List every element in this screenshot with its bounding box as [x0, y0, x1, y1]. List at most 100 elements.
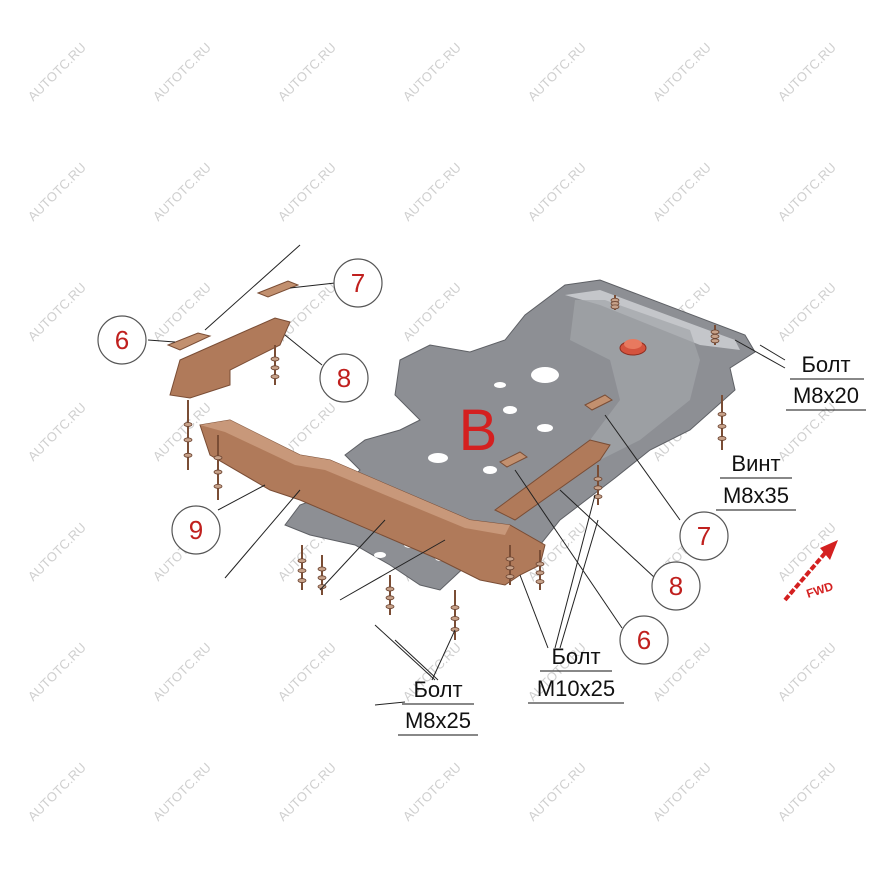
upper-left-plate-7 [256, 280, 300, 298]
watermark-text: AUTOTC.RU [25, 160, 89, 224]
label-bolt-m10x25-line1: Болт [551, 644, 600, 669]
leader-lines [147, 244, 786, 706]
washer [505, 565, 515, 571]
watermark-text: AUTOTC.RU [775, 40, 839, 104]
callout-8-right: 8 [651, 561, 701, 611]
washer [270, 374, 280, 380]
washer [297, 578, 307, 583]
watermark-text: AUTOTC.RU [275, 40, 339, 104]
callout-7-right-text: 7 [697, 521, 711, 551]
washer [385, 586, 395, 592]
callout-7-right: 7 [679, 511, 729, 561]
watermark-text: AUTOTC.RU [275, 760, 339, 824]
label-bolt-m8x25-line2: M8x25 [405, 708, 471, 733]
washer [297, 568, 307, 574]
washer [535, 579, 545, 584]
watermark-text: AUTOTC.RU [400, 760, 464, 824]
washer [505, 574, 515, 579]
watermark-text: AUTOTC.RU [150, 640, 214, 704]
washer [385, 604, 395, 609]
washer [717, 436, 727, 441]
label-screw-m8x35-line1: Винт [731, 451, 780, 476]
watermark-text: AUTOTC.RU [525, 40, 589, 104]
washer [317, 566, 327, 572]
washer [593, 485, 603, 491]
label-bolt-m10x25: Болт M10x25 [528, 644, 624, 704]
washer [183, 452, 193, 458]
washer [593, 476, 603, 482]
callout-9: 9 [171, 505, 221, 555]
washer [270, 356, 280, 362]
watermark-text: AUTOTC.RU [400, 280, 464, 344]
forward-label: FWD [805, 579, 836, 601]
plate-hole [483, 466, 497, 474]
plate-hole [428, 453, 448, 463]
washer [610, 304, 620, 310]
washer [183, 437, 193, 443]
watermark-text: AUTOTC.RU [150, 760, 214, 824]
washer [450, 605, 460, 610]
watermark-text: AUTOTC.RU [400, 40, 464, 104]
watermark-text: AUTOTC.RU [775, 400, 839, 464]
left-bracket-assembly [166, 280, 300, 399]
label-bolt-m8x20-line1: Болт [801, 352, 850, 377]
plate-hole [503, 406, 517, 414]
washer [535, 570, 545, 576]
watermark-text: AUTOTC.RU [150, 160, 214, 224]
crossmember-9 [199, 419, 546, 586]
washer [385, 595, 395, 601]
plate-hole [537, 424, 553, 432]
label-bolt-m8x20-line2: M8x20 [793, 383, 859, 408]
washer [183, 422, 193, 427]
washer [717, 423, 727, 429]
washer [213, 469, 223, 475]
forward-arrow-shaft [783, 550, 828, 602]
washer [213, 483, 223, 489]
right-plate-7 [584, 394, 613, 411]
watermark-text: AUTOTC.RU [25, 40, 89, 104]
callout-8-right-text: 8 [669, 571, 683, 601]
plate-hole [374, 552, 386, 558]
plate-hole [494, 382, 506, 388]
crossmember-top [200, 420, 510, 535]
arrow-up-right-icon [820, 540, 838, 560]
washer [270, 365, 280, 371]
watermark-text: AUTOTC.RU [775, 160, 839, 224]
watermark-text: AUTOTC.RU [775, 280, 839, 344]
washer [317, 575, 327, 581]
upper-left-bracket [169, 317, 291, 399]
drain-cap-top [624, 339, 642, 349]
watermark-text: AUTOTC.RU [25, 520, 89, 584]
washer [535, 561, 545, 567]
washer [593, 494, 603, 500]
watermark-text: AUTOTC.RU [25, 400, 89, 464]
watermark-text: AUTOTC.RU [775, 640, 839, 704]
callout-8-left-text: 8 [337, 363, 351, 393]
callout-8-left: 8 [319, 353, 369, 403]
watermark-text: AUTOTC.RU [275, 640, 339, 704]
washer [213, 455, 223, 461]
watermark-text: AUTOTC.RU [150, 40, 214, 104]
watermark-text: AUTOTC.RU [25, 760, 89, 824]
watermark-text: AUTOTC.RU [275, 160, 339, 224]
washer [450, 627, 460, 632]
callout-6-left: 6 [97, 315, 147, 365]
right-bracket-8 [494, 439, 611, 521]
watermark-text: AUTOTC.RU [525, 760, 589, 824]
label-bolt-m8x20: Болт M8x20 [786, 352, 866, 411]
right-bracket-assembly [494, 394, 613, 521]
watermark-text: AUTOTC.RU [25, 640, 89, 704]
washer [450, 616, 460, 621]
watermark-text: AUTOTC.RU [650, 40, 714, 104]
callout-6-left-text: 6 [115, 325, 129, 355]
washer [505, 556, 515, 562]
washer [710, 333, 720, 339]
washer [297, 558, 307, 564]
upper-left-plate-6 [166, 332, 212, 351]
callout-7-left-text: 7 [351, 268, 365, 298]
watermark-text: AUTOTC.RU [650, 760, 714, 824]
fasteners [183, 295, 727, 640]
callout-9-text: 9 [189, 515, 203, 545]
label-bolt-m8x25-line1: Болт [413, 677, 462, 702]
